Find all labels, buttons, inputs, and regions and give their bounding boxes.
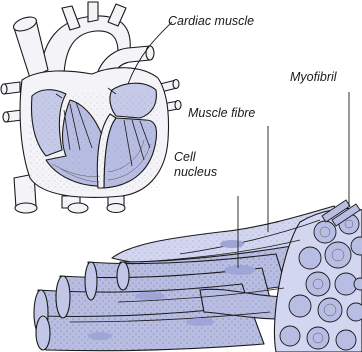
heart: [1, 2, 181, 213]
cardiac-muscle-label: Cardiac muscle: [168, 14, 254, 28]
myofibril-label: Myofibril: [290, 70, 337, 84]
cell-nucleus-label-line1: Cell: [174, 150, 196, 164]
cell-nucleus-label-line2: nucleus: [174, 165, 217, 179]
muscle-fibre-bundle: [34, 206, 362, 352]
muscle-fibre-label: Muscle fibre: [188, 106, 255, 120]
